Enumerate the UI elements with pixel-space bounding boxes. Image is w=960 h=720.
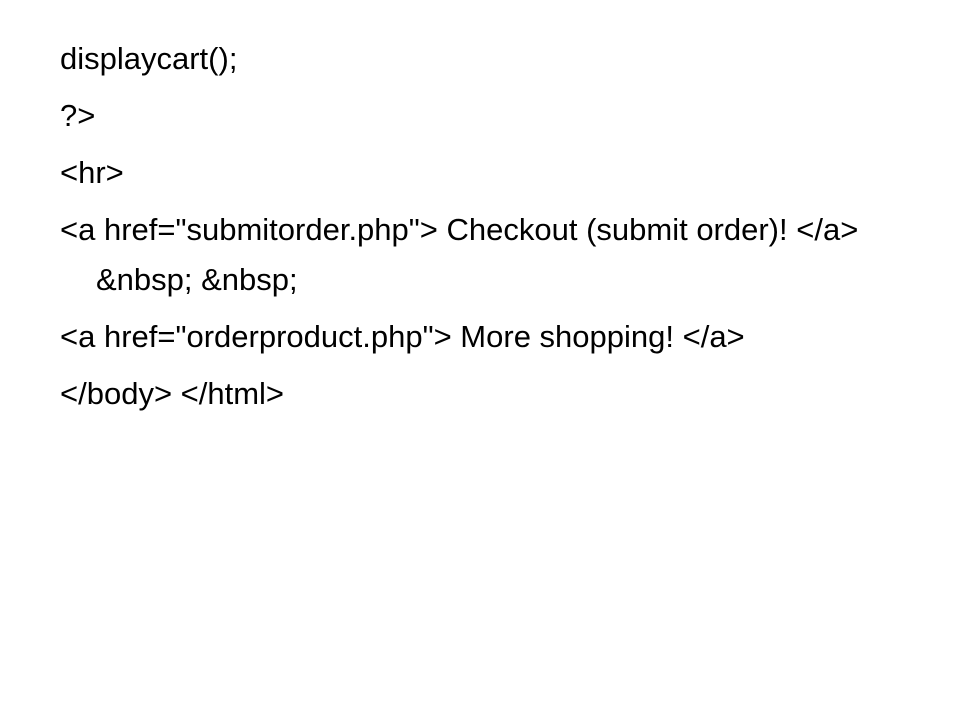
code-line-displaycart: displaycart(); [60, 41, 238, 76]
code-line-more-shopping-link: <a href="orderproduct.php"> More shoppin… [60, 319, 745, 354]
code-line-hr: <hr> [60, 155, 124, 190]
code-line-checkout-link: <a href="submitorder.php"> Checkout (sub… [60, 212, 859, 297]
code-line-body-html-close: </body> </html> [60, 376, 285, 411]
code-text-block: displaycart(); ?> <hr> <a href="submitor… [60, 34, 890, 426]
code-line-php-close: ?> [60, 98, 96, 133]
